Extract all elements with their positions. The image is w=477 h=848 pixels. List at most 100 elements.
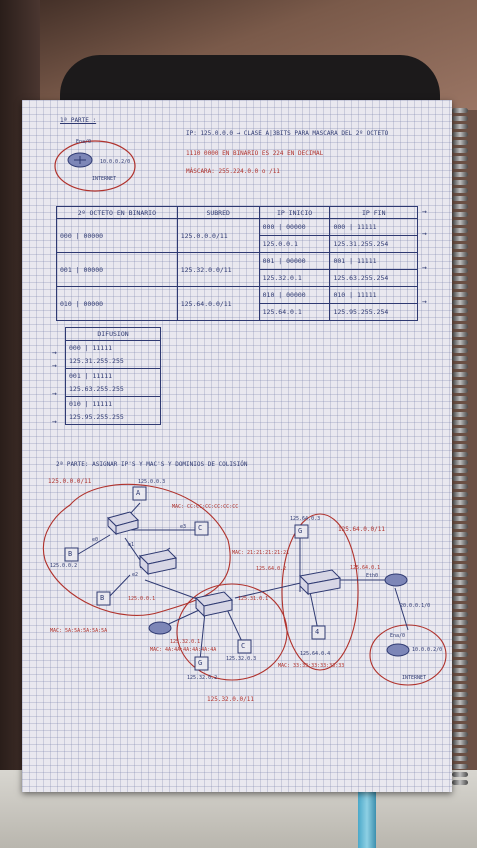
- spiral-ring: [452, 540, 468, 545]
- spiral-ring: [452, 236, 468, 241]
- spiral-ring: [452, 364, 468, 369]
- spiral-ring: [452, 108, 468, 113]
- host-label: B: [68, 550, 73, 558]
- net-left-label: 125.0.0.0/11: [48, 478, 92, 485]
- spiral-ring: [452, 180, 468, 185]
- ip-label: 125.32.0.1: [170, 639, 201, 645]
- spiral-ring: [452, 556, 468, 561]
- spiral-ring: [452, 780, 468, 785]
- spiral-ring: [452, 548, 468, 553]
- ip-label: 125.32.0.2: [187, 675, 218, 681]
- spiral-ring: [452, 756, 468, 761]
- spiral-ring: [452, 772, 468, 777]
- spiral-ring: [452, 564, 468, 569]
- spiral-ring: [452, 380, 468, 385]
- net-bottom-label: 125.32.0.0/11: [207, 696, 254, 703]
- mac-label: MAC: 4A:4A:4A:4A:4A:4A: [150, 647, 217, 653]
- ip-label: 125.0.0.2: [50, 563, 78, 569]
- spiral-ring: [452, 148, 468, 153]
- ip-label: 125.32.0.3: [226, 656, 257, 662]
- part1-internet-label: INTERNET: [92, 176, 117, 182]
- table-row: 010 | 11111: [65, 396, 161, 411]
- host-label: G: [298, 527, 303, 535]
- spiral-ring: [452, 404, 468, 409]
- spiral-ring: [452, 660, 468, 665]
- spiral-ring: [452, 604, 468, 609]
- spiral-ring: [452, 252, 468, 257]
- port-label: e3: [180, 524, 187, 530]
- spiral-ring: [452, 348, 468, 353]
- arrow-right-icon: →: [52, 348, 57, 357]
- internet-router-ip: 10.0.0.2/0: [412, 647, 443, 653]
- arrow-right-icon: →: [422, 229, 427, 238]
- ip-label: 125.64.0.4: [300, 651, 331, 657]
- spiral-ring: [452, 276, 468, 281]
- mac-label: MAC: CC:CC:CC:CC:CC:CC: [172, 504, 239, 510]
- spiral-ring: [452, 492, 468, 497]
- table-row: 001 | 00000 125.32.0.0/11 001 | 00000 00…: [56, 252, 418, 287]
- part1-note-2: 1110 0000 EN BINARIO ES 224 EN DECIMAL: [186, 150, 324, 157]
- internet-label: INTERNET: [402, 675, 427, 681]
- table-row: 010 | 00000 125.64.0.0/11 010 | 00000 01…: [56, 286, 418, 321]
- arrow-right-icon: →: [422, 207, 427, 216]
- right-router-ip: 20.0.0.1/0: [400, 603, 431, 609]
- notebook-spiral: [452, 108, 468, 788]
- spiral-ring: [452, 316, 468, 321]
- spiral-ring: [452, 372, 468, 377]
- spiral-ring: [452, 596, 468, 601]
- spiral-ring: [452, 412, 468, 417]
- spiral-ring: [452, 284, 468, 289]
- spiral-ring: [452, 332, 468, 337]
- spiral-ring: [452, 244, 468, 249]
- table-row: 000 | 11111: [65, 340, 161, 355]
- spiral-ring: [452, 636, 468, 641]
- host-label: B: [100, 594, 105, 602]
- spiral-ring: [452, 628, 468, 633]
- spiral-ring: [452, 172, 468, 177]
- spiral-ring: [452, 652, 468, 657]
- arrow-right-icon: →: [422, 263, 427, 272]
- spiral-ring: [452, 324, 468, 329]
- spiral-ring: [452, 300, 468, 305]
- part1-note-3: MÁSCARA: 255.224.0.0 o /11: [186, 168, 280, 175]
- host-label: C: [241, 642, 246, 650]
- spiral-ring: [452, 260, 468, 265]
- subnet-table: 2º OCTETO EN BINARIO SUBRED IP INICIO IP…: [56, 206, 418, 321]
- ip-label: 125.0.0.3: [138, 479, 166, 485]
- spiral-ring: [452, 724, 468, 729]
- spiral-ring: [452, 692, 468, 697]
- spiral-ring: [452, 212, 468, 217]
- spiral-ring: [452, 700, 468, 705]
- spiral-ring: [452, 500, 468, 505]
- part1-title: 1ª PARTE :: [60, 117, 97, 124]
- spiral-ring: [452, 164, 468, 169]
- spiral-ring: [452, 580, 468, 585]
- spiral-ring: [452, 612, 468, 617]
- spiral-ring: [452, 116, 468, 121]
- ip-label: 125.64.0.3: [290, 516, 321, 522]
- spiral-ring: [452, 340, 468, 345]
- spiral-ring: [452, 204, 468, 209]
- spiral-ring: [452, 228, 468, 233]
- port-label: e0: [92, 537, 99, 543]
- spiral-ring: [452, 220, 468, 225]
- table-row: 001 | 11111: [65, 368, 161, 383]
- spiral-ring: [452, 460, 468, 465]
- spiral-ring: [452, 588, 468, 593]
- spiral-ring: [452, 708, 468, 713]
- ip-label: 125.64.0.1: [350, 565, 381, 571]
- spiral-ring: [452, 644, 468, 649]
- spiral-ring: [452, 156, 468, 161]
- mac-label: MAC: 33:33:33:33:33:33: [278, 663, 345, 669]
- spiral-ring: [452, 620, 468, 625]
- port-label: e2: [132, 572, 139, 578]
- ip-label: 125.0.0.1: [128, 596, 156, 602]
- ip-label: 125.31.0.1: [238, 596, 269, 602]
- spiral-ring: [452, 124, 468, 129]
- host-label: A: [136, 489, 141, 497]
- spiral-ring: [452, 532, 468, 537]
- spiral-ring: [452, 292, 468, 297]
- spiral-ring: [452, 356, 468, 361]
